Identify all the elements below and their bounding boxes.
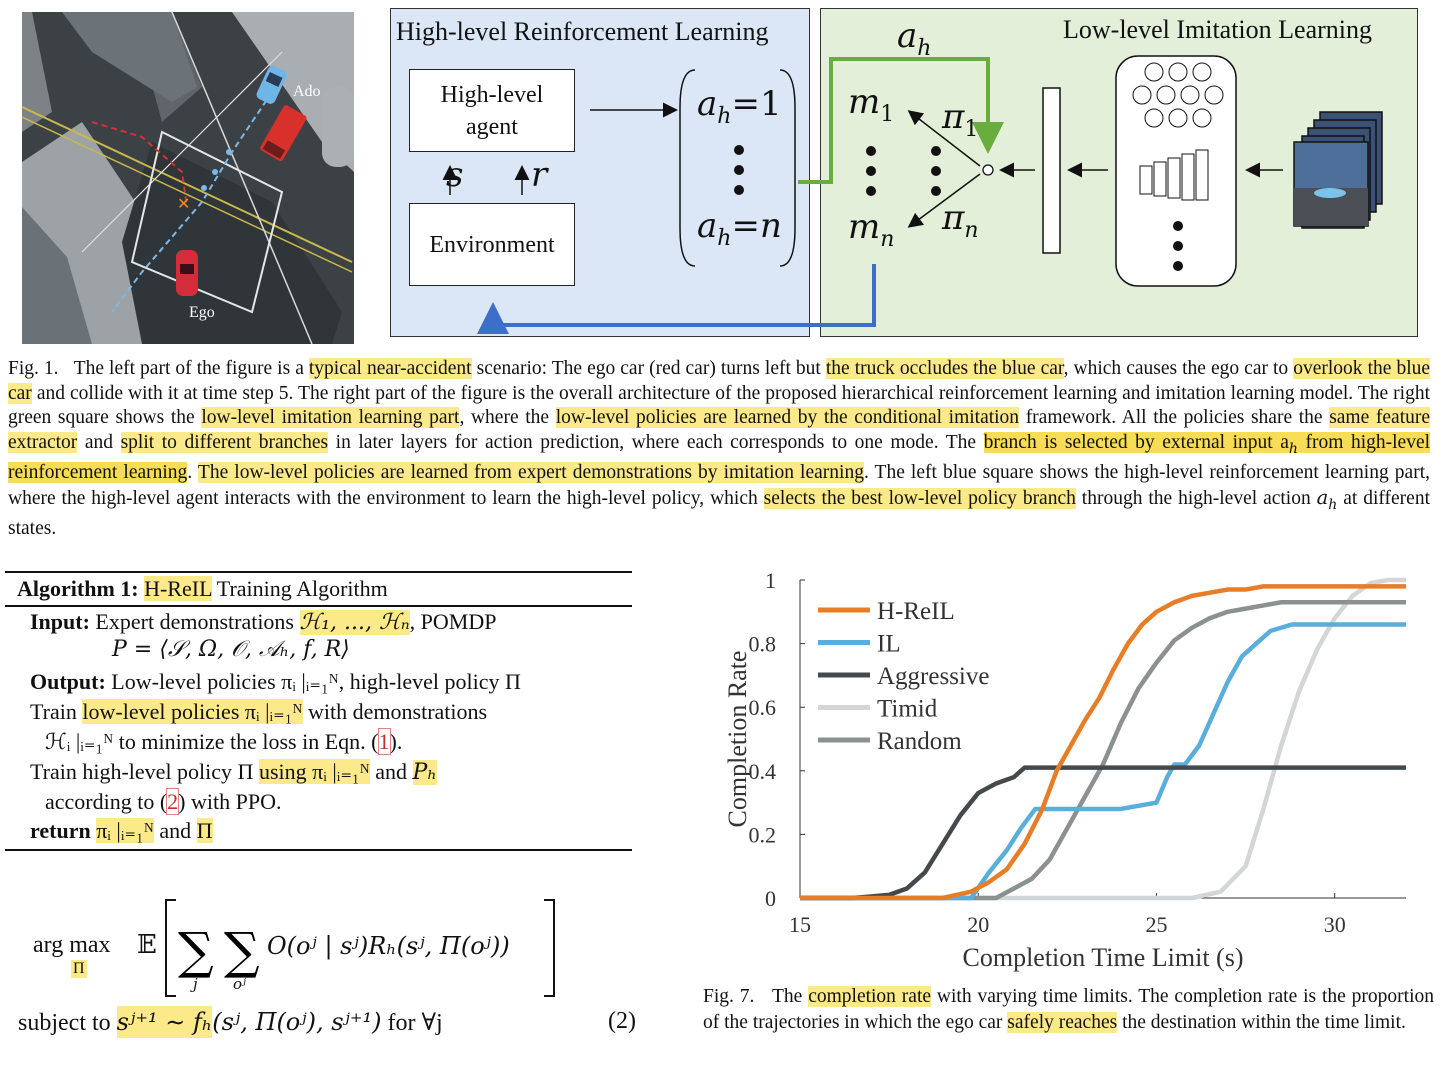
y-tick-label: 0.6 bbox=[749, 695, 777, 720]
y-tick-label: 0.8 bbox=[749, 632, 777, 657]
rl-panel-title: High-level Reinforcement Learning bbox=[396, 17, 769, 46]
equation-sum-o: oʲ bbox=[233, 975, 246, 993]
algo-step-train-high: Train high-level policy Π using πᵢ |ᵢ₌₁ᴺ… bbox=[30, 759, 437, 785]
y-axis-label: Completion Rate bbox=[723, 651, 752, 828]
algorithm-block: Algorithm 1: H-ReIL Training Algorithm I… bbox=[5, 571, 632, 856]
high-level-agent-box: High-level agent bbox=[409, 69, 575, 152]
y-tick-label: 0.4 bbox=[749, 759, 777, 784]
y-tick-label: 1 bbox=[765, 568, 776, 593]
action-first-label: ah=1 bbox=[697, 84, 782, 129]
legend-label-h-reil: H-ReIL bbox=[877, 598, 955, 625]
y-tick-label: 0 bbox=[765, 886, 776, 911]
chart-series-lines bbox=[800, 577, 1406, 901]
legend-label-random: Random bbox=[877, 728, 962, 755]
driving-scene-image: ✕ Ado Ego bbox=[22, 12, 354, 344]
series-line-il bbox=[800, 622, 1406, 901]
equation-argmax-under: Π bbox=[71, 960, 87, 978]
algo-title-rule bbox=[5, 605, 632, 607]
legend-label-il: IL bbox=[877, 631, 901, 658]
ego-label: Ego bbox=[189, 304, 215, 321]
equation-constraint: subject to sʲ⁺¹ ∼ fₕ(sʲ, Π(oʲ), sʲ⁺¹) fo… bbox=[18, 1006, 443, 1038]
state-symbol: s bbox=[446, 155, 464, 195]
policy-1-label: π1 bbox=[942, 97, 979, 142]
series-line-random bbox=[800, 600, 1406, 901]
x-tick-label: 25 bbox=[1145, 912, 1167, 937]
algo-top-rule bbox=[5, 571, 632, 573]
legend-label-aggressive: Aggressive bbox=[877, 663, 989, 690]
equation-number: (2) bbox=[608, 1008, 636, 1034]
policy-n-label: πn bbox=[942, 198, 979, 243]
svg-text:∑: ∑ bbox=[224, 922, 260, 980]
algo-pomdp: P = ⟨𝒮, Ω, 𝒪, 𝒜ₕ, f, R⟩ bbox=[112, 637, 350, 662]
algo-output: Output: Low-level policies πᵢ |ᵢ₌₁ᴺ, hig… bbox=[30, 669, 521, 694]
plot-area bbox=[800, 580, 1406, 898]
algo-return: return πᵢ |ᵢ₌₁ᴺ and Π bbox=[30, 818, 213, 843]
equation-body: O(oʲ | sʲ)Rₕ(sʲ, Π(oʲ)) bbox=[267, 932, 510, 960]
x-tick-label: 15 bbox=[789, 912, 811, 937]
il-panel-title: Low-level Imitation Learning bbox=[1063, 15, 1373, 44]
series-line-aggressive bbox=[800, 765, 1406, 901]
equation-sum-j: j bbox=[193, 975, 198, 993]
equation-brackets: ∑ ∑ bbox=[165, 899, 555, 997]
fig7-caption: Fig. 7. The completion rate with varying… bbox=[703, 986, 1435, 1033]
series-line-timid bbox=[800, 577, 1406, 901]
svg-text:✕: ✕ bbox=[177, 196, 190, 213]
completion-rate-chart: 15 20 25 30 0 0.2 0.4 0.6 0.8 1 H-ReIL IL Aggressiv… bbox=[723, 568, 1406, 972]
action-last-label: ah=n bbox=[697, 206, 782, 251]
reward-symbol: r bbox=[531, 155, 548, 195]
algo-step-train-low-cont: ℋᵢ |ᵢ₌₁ᴺ to minimize the loss in Eqn. (1… bbox=[45, 728, 403, 755]
mode-1-label: m1 bbox=[848, 82, 895, 127]
equation-argmax: arg max bbox=[33, 932, 111, 958]
algo-bottom-rule bbox=[5, 849, 632, 851]
series-line-h-reil bbox=[800, 584, 1406, 901]
algo-input: Input: Expert demonstrations ℋ₁, ..., ℋₙ… bbox=[30, 609, 497, 635]
chart-axes: 15 20 25 30 0 0.2 0.4 0.6 0.8 1 bbox=[749, 568, 1406, 937]
equation-expectation: 𝔼 bbox=[137, 930, 157, 959]
architecture-arrows bbox=[442, 55, 1383, 334]
environment-box: Environment bbox=[409, 203, 575, 286]
x-tick-label: 30 bbox=[1324, 912, 1346, 937]
ado-label: Ado bbox=[293, 83, 321, 100]
svg-text:∑: ∑ bbox=[178, 922, 214, 980]
algo-step-train-low: Train low-level policies πᵢ |ᵢ₌₁ᴺ with d… bbox=[30, 699, 488, 724]
y-tick-label: 0.2 bbox=[749, 822, 777, 847]
high-level-action-symbol: ah bbox=[897, 16, 932, 61]
x-axis-label: Completion Time Limit (s) bbox=[963, 943, 1244, 972]
fig1-caption: Fig. 1. The left part of the figure is a… bbox=[8, 358, 1431, 540]
algo-title: Algorithm 1: H-ReIL Training Algorithm bbox=[17, 576, 388, 601]
mode-n-label: mn bbox=[848, 207, 895, 252]
algo-step-train-high-cont: according to (2) with PPO. bbox=[45, 788, 282, 815]
agent-label-line1: High-level bbox=[440, 81, 544, 108]
agent-label-line2: agent bbox=[466, 113, 518, 140]
x-tick-label: 20 bbox=[967, 912, 989, 937]
legend-label-timid: Timid bbox=[877, 696, 938, 723]
